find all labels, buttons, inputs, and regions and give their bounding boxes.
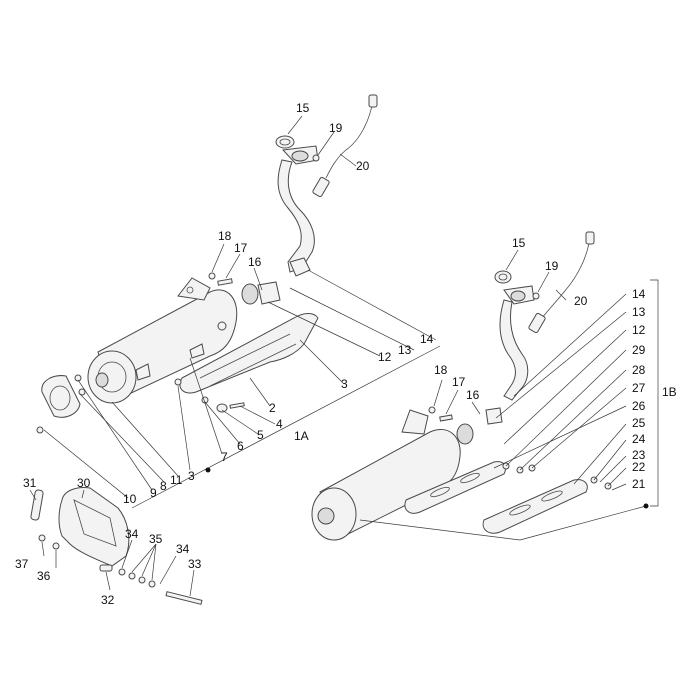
callout-28: 28 — [632, 363, 646, 377]
callout-37: 37 — [15, 557, 29, 571]
callout-20-right: 20 — [574, 294, 588, 308]
spacer-tube — [30, 489, 44, 521]
callout-36: 36 — [37, 569, 51, 583]
right-heat-shield-outer — [482, 479, 588, 534]
bracket-pin — [99, 564, 113, 572]
callout-1b: 1B — [662, 385, 677, 399]
callout-26: 26 — [632, 399, 646, 413]
pipe-clamp — [257, 281, 281, 305]
leader-lines — [29, 115, 659, 597]
callout-10: 10 — [123, 492, 137, 506]
header-pipe — [277, 159, 315, 273]
callout-21: 21 — [632, 477, 646, 491]
callout-20: 20 — [356, 159, 370, 173]
callout-12: 12 — [378, 350, 392, 364]
callouts-bracket-assembly: 31 30 37 36 32 34 35 34 33 — [15, 476, 202, 607]
callout-32: 32 — [101, 593, 115, 607]
callout-16: 16 — [248, 255, 262, 269]
callout-14-right: 14 — [632, 287, 646, 301]
callout-17: 17 — [234, 241, 248, 255]
right-exhaust-assembly — [311, 231, 612, 541]
gasket-ring — [275, 135, 295, 149]
callout-13: 13 — [398, 343, 412, 357]
heat-shield — [179, 313, 319, 394]
muffler-bracket — [58, 487, 130, 567]
callout-15-right: 15 — [512, 236, 526, 250]
right-heat-shield-inner — [404, 461, 507, 514]
bracket-assembly — [30, 487, 203, 605]
callout-18: 18 — [218, 229, 232, 243]
callout-16-right: 16 — [466, 388, 480, 402]
callout-15: 15 — [296, 101, 310, 115]
callout-3b: 3 — [188, 469, 195, 483]
callout-23: 23 — [632, 448, 646, 462]
left-exhaust-assembly — [36, 94, 378, 434]
right-header-pipe — [499, 299, 529, 401]
callouts-right-assembly: 15 19 20 18 17 16 14 13 12 29 28 27 26 2… — [434, 236, 677, 491]
callout-18-right: 18 — [434, 363, 448, 377]
callout-31: 31 — [23, 476, 37, 490]
callout-19-right: 19 — [545, 259, 559, 273]
callout-4: 4 — [276, 417, 283, 431]
callout-34: 34 — [125, 527, 139, 541]
callout-30: 30 — [77, 476, 91, 490]
callout-13-right: 13 — [632, 305, 646, 319]
callout-12-right: 12 — [632, 323, 646, 337]
callout-7: 7 — [221, 450, 228, 464]
callout-3: 3 — [341, 377, 348, 391]
sensor-nut — [312, 154, 320, 162]
left-muffler-end — [87, 350, 137, 404]
long-bolt — [165, 591, 203, 605]
callouts-left-assembly: 15 19 20 18 17 16 14 13 12 3 2 4 5 1A 6 … — [123, 101, 434, 506]
callout-22: 22 — [632, 460, 646, 474]
oxygen-sensor-cable — [325, 99, 374, 179]
callout-1a: 1A — [294, 429, 309, 443]
callout-24: 24 — [632, 432, 646, 446]
end-cap — [41, 375, 81, 418]
callout-6: 6 — [237, 439, 244, 453]
callout-14: 14 — [420, 332, 434, 346]
callout-19: 19 — [329, 121, 343, 135]
oxygen-sensor — [312, 176, 330, 198]
callout-11: 11 — [170, 473, 183, 487]
callout-2: 2 — [269, 401, 276, 415]
group-bracket-1a — [131, 345, 441, 509]
callout-25: 25 — [632, 416, 646, 430]
callout-34b: 34 — [176, 542, 190, 556]
washer — [208, 272, 216, 280]
callout-5: 5 — [257, 428, 264, 442]
group-bracket-1b — [650, 279, 659, 507]
callout-29: 29 — [632, 343, 646, 357]
callout-8: 8 — [160, 479, 167, 493]
callout-27: 27 — [632, 381, 646, 395]
callout-33: 33 — [188, 557, 202, 571]
callout-35: 35 — [149, 532, 163, 546]
callout-17-right: 17 — [452, 375, 466, 389]
callout-9: 9 — [150, 486, 157, 500]
